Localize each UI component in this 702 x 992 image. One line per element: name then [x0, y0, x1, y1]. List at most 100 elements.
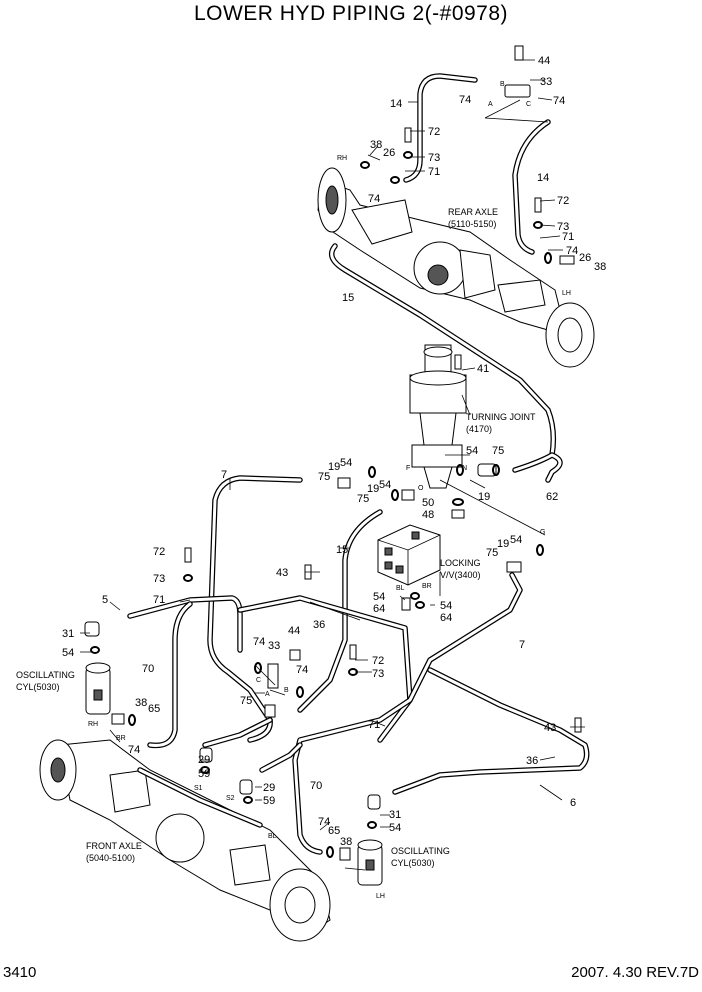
callout: 74	[368, 193, 380, 205]
callout: 72	[557, 195, 569, 207]
callout: 38	[135, 697, 147, 709]
callout: 7	[519, 639, 525, 651]
callout-numbers: 44 33 74 74 14 72 38 26 73 71 74 14 72 7…	[62, 55, 606, 848]
osc-cyl-right-label: OSCILLATING	[391, 846, 450, 856]
port-label: C	[526, 101, 531, 108]
oscillating-cylinder-left	[85, 662, 111, 715]
callout: 72	[428, 126, 440, 138]
page-code: 3410	[3, 964, 37, 981]
callout: 73	[428, 152, 440, 164]
callout: 54	[466, 445, 478, 457]
callout: 75	[486, 547, 498, 559]
callout: 59	[263, 795, 275, 807]
callout: 74	[128, 744, 140, 756]
port-label: LH	[376, 893, 385, 900]
callout: 29	[263, 782, 275, 794]
port-label: BR	[422, 583, 432, 590]
callout: 54	[440, 600, 452, 612]
callout: 75	[318, 471, 330, 483]
port-label: S2	[226, 795, 235, 802]
component-labels: REAR AXLE (5110-5150) TURNING JOINT (417…	[16, 207, 536, 868]
callout: 73	[372, 668, 384, 680]
turning-joint-label: TURNING JOINT	[466, 412, 536, 422]
port-label: S1	[194, 785, 203, 792]
port-label: BL	[396, 585, 405, 592]
callout: 19	[328, 461, 340, 473]
callout: 72	[372, 655, 384, 667]
callout: 43	[276, 567, 288, 579]
callout: 36	[313, 619, 325, 631]
callout: 64	[373, 603, 385, 615]
locking-valve	[377, 524, 441, 586]
oscillating-cylinder-right	[357, 839, 383, 886]
port-label: N	[462, 465, 467, 472]
callout: 73	[153, 573, 165, 585]
callout: 59	[198, 768, 210, 780]
callout: 33	[268, 640, 280, 652]
callout: 15	[336, 544, 348, 556]
callout: 64	[440, 612, 452, 624]
callout: 54	[340, 457, 352, 469]
rear-axle	[317, 167, 595, 368]
callout: 29	[198, 754, 210, 766]
port-label: BR	[116, 735, 126, 742]
port-label: C	[256, 677, 261, 684]
revision-date: 2007. 4.30 REV.7D	[571, 964, 699, 981]
port-label: B	[500, 81, 505, 88]
callout: 38	[340, 836, 352, 848]
callout: 26	[383, 147, 395, 159]
osc-cyl-right-code: CYL(5030)	[391, 858, 435, 868]
page-title: LOWER HYD PIPING 2(-#0978)	[193, 2, 509, 25]
callout: 54	[379, 479, 391, 491]
callout: 75	[492, 445, 504, 457]
front-axle	[39, 739, 331, 942]
callout: 38	[594, 261, 606, 273]
callout: 14	[537, 172, 549, 184]
callout: 26	[579, 252, 591, 264]
callout: 74	[318, 816, 330, 828]
port-label: G	[540, 529, 545, 536]
callout: 54	[510, 534, 522, 546]
locking-valve-code: V/V(3400)	[440, 570, 481, 580]
callout: 31	[62, 628, 74, 640]
port-label: LH	[562, 290, 571, 297]
callout: 70	[310, 780, 322, 792]
locking-valve-label: LOCKING	[440, 558, 481, 568]
callout: 65	[148, 703, 160, 715]
port-label: RH	[337, 155, 347, 162]
callout: 71	[428, 166, 440, 178]
callout: 74	[566, 245, 578, 257]
callout: 5	[102, 594, 108, 606]
callout: 54	[62, 647, 74, 659]
callout: 19	[478, 491, 490, 503]
callout: 41	[477, 363, 489, 375]
port-label: B	[284, 687, 289, 694]
port-label: BL	[268, 833, 277, 840]
port-label: A	[488, 101, 493, 108]
front-axle-label: FRONT AXLE	[86, 841, 142, 851]
callout: 54	[389, 822, 401, 834]
callout: 74	[553, 95, 565, 107]
callout: 71	[368, 719, 380, 731]
callout: 33	[540, 76, 552, 88]
callout: 74	[459, 94, 471, 106]
callout: 70	[142, 663, 154, 675]
turning-joint	[409, 344, 467, 489]
port-label: RH	[88, 721, 98, 728]
callout: 74	[296, 664, 308, 676]
callout: 14	[390, 98, 402, 110]
callout: 72	[153, 546, 165, 558]
callout: 19	[367, 483, 379, 495]
callout: 43	[544, 722, 556, 734]
fittings	[84, 45, 582, 861]
callout: 74	[253, 636, 265, 648]
callout: 71	[153, 594, 165, 606]
leader-lines	[80, 59, 585, 871]
callout: 62	[546, 491, 558, 503]
callout: 48	[422, 509, 434, 521]
callout: 75	[240, 695, 252, 707]
rear-axle-code: (5110-5150)	[448, 219, 496, 229]
callout: 31	[389, 809, 401, 821]
front-axle-code: (5040-5100)	[86, 853, 135, 863]
callout: 65	[328, 825, 340, 837]
